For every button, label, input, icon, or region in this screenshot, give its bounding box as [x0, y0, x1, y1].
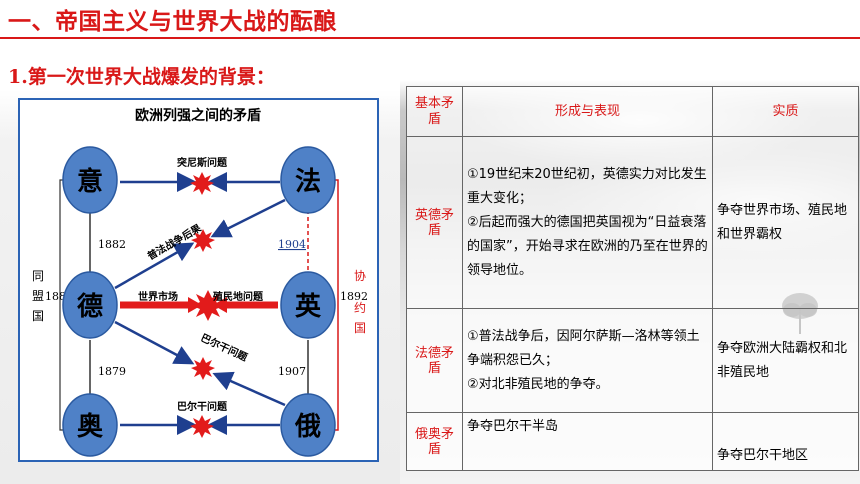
- table-row: 英德矛盾 ①19世纪末20世纪初，英德实力对比发生重大变化； ②后起而强大的德国…: [406, 136, 859, 309]
- year-1892: 1892: [340, 290, 368, 303]
- burst-balkan1-icon: [191, 357, 215, 380]
- row-detail: 争夺巴尔干半岛: [462, 412, 713, 471]
- arrow-france-postwar: [210, 198, 286, 238]
- alliance-char-1: 同: [32, 269, 44, 283]
- issue-balkan2: 巴尔干问题: [177, 400, 228, 413]
- diagram-title: 欧洲列强之间的矛盾: [135, 107, 261, 124]
- issue-tunis: 突尼斯问题: [177, 156, 228, 169]
- svg-text:英: 英: [295, 292, 322, 322]
- entente-char-1: 协: [354, 268, 366, 283]
- table-header-row: 基本矛盾 形成与表现 实质: [406, 86, 859, 137]
- entente-char-3: 国: [354, 321, 366, 335]
- node-france: 法: [280, 146, 336, 214]
- year-1882a: 1882: [98, 238, 126, 251]
- row-detail: ①普法战争后，因阿尔萨斯—洛林等领土争端积怨已久； ②对北非殖民地的争夺。: [462, 308, 713, 413]
- row-name: 俄奥矛盾: [406, 412, 463, 471]
- node-italy: 意: [62, 146, 118, 214]
- row-essence: 争夺巴尔干地区: [712, 412, 859, 471]
- row-detail: ①19世纪末20世纪初，英德实力对比发生重大变化； ②后起而强大的德国把英国视为…: [462, 136, 713, 309]
- burst-postwar-icon: [191, 229, 215, 252]
- row-name: 法德矛盾: [406, 308, 463, 413]
- section-subtitle: 1.第一次世界大战爆发的背景：: [8, 66, 275, 88]
- burst-balkan2-icon: [190, 415, 214, 438]
- issue-balkan1: 巴尔干问题: [199, 331, 251, 364]
- header-basic-conflict: 基本矛盾: [406, 86, 463, 137]
- node-russia: 俄: [280, 393, 336, 457]
- arrow-germany-balkan: [114, 320, 195, 365]
- svg-text:俄: 俄: [294, 412, 321, 442]
- row-essence: 争夺世界市场、殖民地和世界霸权: [712, 136, 859, 309]
- svg-text:德: 德: [77, 292, 103, 322]
- diagram-svg: 欧洲列强之间的矛盾: [32, 107, 368, 457]
- burst-market-icon: [192, 290, 224, 321]
- node-britain: 英: [280, 271, 336, 339]
- node-austria: 奥: [62, 393, 118, 457]
- table-row: 法德矛盾 ①普法战争后，因阿尔萨斯—洛林等领土争端积怨已久； ②对北非殖民地的争…: [406, 308, 859, 413]
- issue-market: 世界市场: [138, 290, 178, 303]
- entente-char-2: 约: [354, 300, 366, 315]
- conflict-diagram: 欧洲列强之间的矛盾: [18, 98, 379, 462]
- alliance-char-2: 盟: [32, 289, 44, 303]
- conflict-burst-icons: [190, 172, 224, 438]
- svg-text:法: 法: [295, 167, 321, 197]
- burst-tunis-icon: [190, 172, 214, 195]
- issue-colony: 殖民地问题: [212, 290, 264, 303]
- title-underline: [0, 37, 860, 39]
- table-row: 俄奥矛盾 争夺巴尔干半岛 争夺巴尔干地区: [406, 412, 859, 471]
- conflict-table: 基本矛盾 形成与表现 实质 英德矛盾 ①19世纪末20世纪初，英德实力对比发生重…: [406, 86, 859, 471]
- alliance-char-3: 国: [32, 309, 44, 323]
- row-name: 英德矛盾: [406, 136, 463, 309]
- page-title: 一、帝国主义与世界大战的酝酿: [8, 9, 337, 35]
- arrow-russia-balkan: [212, 371, 286, 407]
- header-essence: 实质: [712, 86, 859, 137]
- arrow-germany-postwar: [114, 242, 195, 290]
- svg-text:奥: 奥: [77, 411, 104, 442]
- svg-text:意: 意: [77, 166, 103, 197]
- node-germany: 德: [62, 271, 118, 339]
- header-formation: 形成与表现: [462, 86, 713, 137]
- year-1904: 1904: [278, 238, 306, 251]
- year-1907: 1907: [278, 365, 306, 378]
- year-1879: 1879: [98, 365, 126, 378]
- row-essence: 争夺欧洲大陆霸权和北非殖民地: [712, 308, 859, 413]
